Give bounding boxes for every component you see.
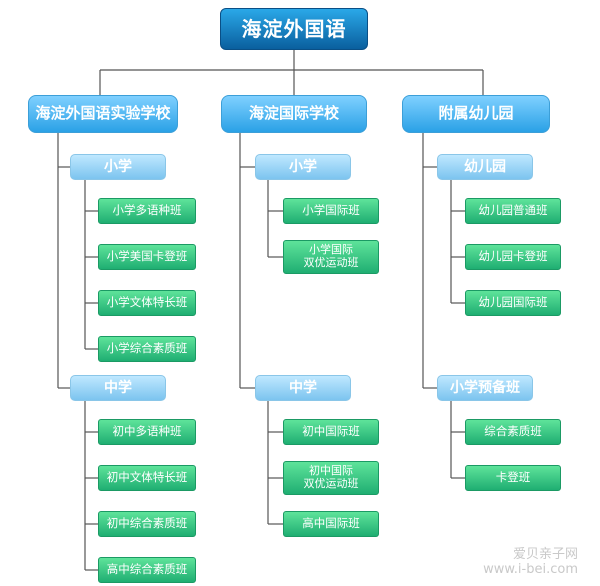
class-node: 初中文体特长班 <box>98 465 196 491</box>
class-node: 综合素质班 <box>465 419 561 445</box>
root-node: 海淀外国语 <box>220 8 368 50</box>
class-node: 幼儿园国际班 <box>465 290 561 316</box>
class-node: 幼儿园普通班 <box>465 198 561 224</box>
class-node: 小学多语种班 <box>98 198 196 224</box>
class-node: 小学文体特长班 <box>98 290 196 316</box>
class-node: 初中国际班 <box>283 419 379 445</box>
class-node: 初中多语种班 <box>98 419 196 445</box>
class-node: 幼儿园卡登班 <box>465 244 561 270</box>
level-node-primary: 小学 <box>70 154 166 180</box>
class-node: 小学国际班 <box>283 198 379 224</box>
school-node-affiliated-kindergarten: 附属幼儿园 <box>402 95 550 133</box>
class-node: 小学综合素质班 <box>98 336 196 362</box>
class-node: 初中国际 双优运动班 <box>283 461 379 495</box>
watermark-line2: www.i-bei.com <box>483 562 578 578</box>
level-node-secondary: 中学 <box>255 375 351 401</box>
class-node: 卡登班 <box>465 465 561 491</box>
class-node: 小学国际 双优运动班 <box>283 240 379 274</box>
class-node: 小学美国卡登班 <box>98 244 196 270</box>
level-node-primary-prep: 小学预备班 <box>437 375 533 401</box>
school-node-haidian-foreign-experimental: 海淀外国语实验学校 <box>28 95 178 133</box>
level-node-secondary: 中学 <box>70 375 166 401</box>
level-node-kindergarten: 幼儿园 <box>437 154 533 180</box>
class-node: 高中国际班 <box>283 511 379 537</box>
level-node-primary: 小学 <box>255 154 351 180</box>
watermark-line1: 爱贝亲子网 <box>512 546 578 562</box>
school-node-haidian-international: 海淀国际学校 <box>221 95 367 133</box>
watermark: 爱贝亲子网 www.i-bei.com <box>483 547 578 578</box>
class-node: 初中综合素质班 <box>98 511 196 537</box>
class-node: 高中综合素质班 <box>98 557 196 583</box>
